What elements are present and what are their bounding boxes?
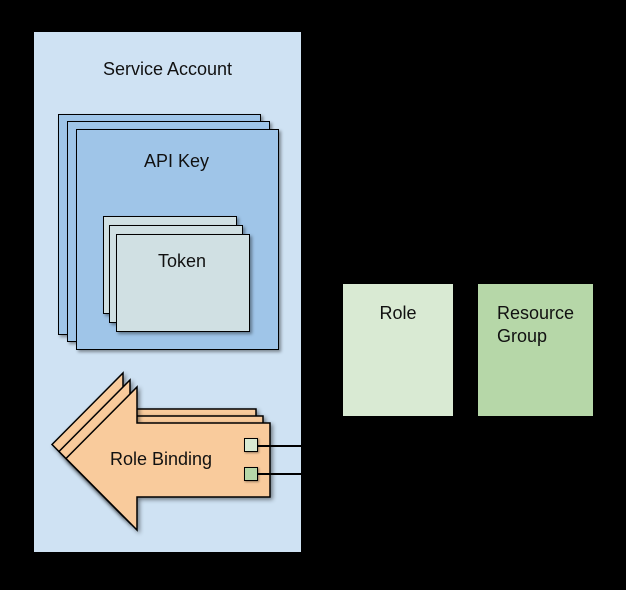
role-swatch-square	[244, 438, 258, 452]
resource-group-box	[478, 284, 593, 416]
api-key-label: API Key	[143, 151, 210, 171]
token-box-front	[116, 234, 250, 332]
role-box	[343, 284, 453, 416]
resource-group-swatch-square	[244, 467, 258, 481]
service-account-label: Service Account	[102, 59, 233, 79]
resource-group-label: Resource Group	[497, 303, 575, 346]
role-binding-arrow-stack	[50, 371, 271, 532]
role-binding-arrow-front	[64, 385, 271, 532]
role-binding-label: Role Binding	[109, 449, 213, 469]
token-label: Token	[157, 251, 207, 271]
role-label: Role	[379, 303, 417, 323]
